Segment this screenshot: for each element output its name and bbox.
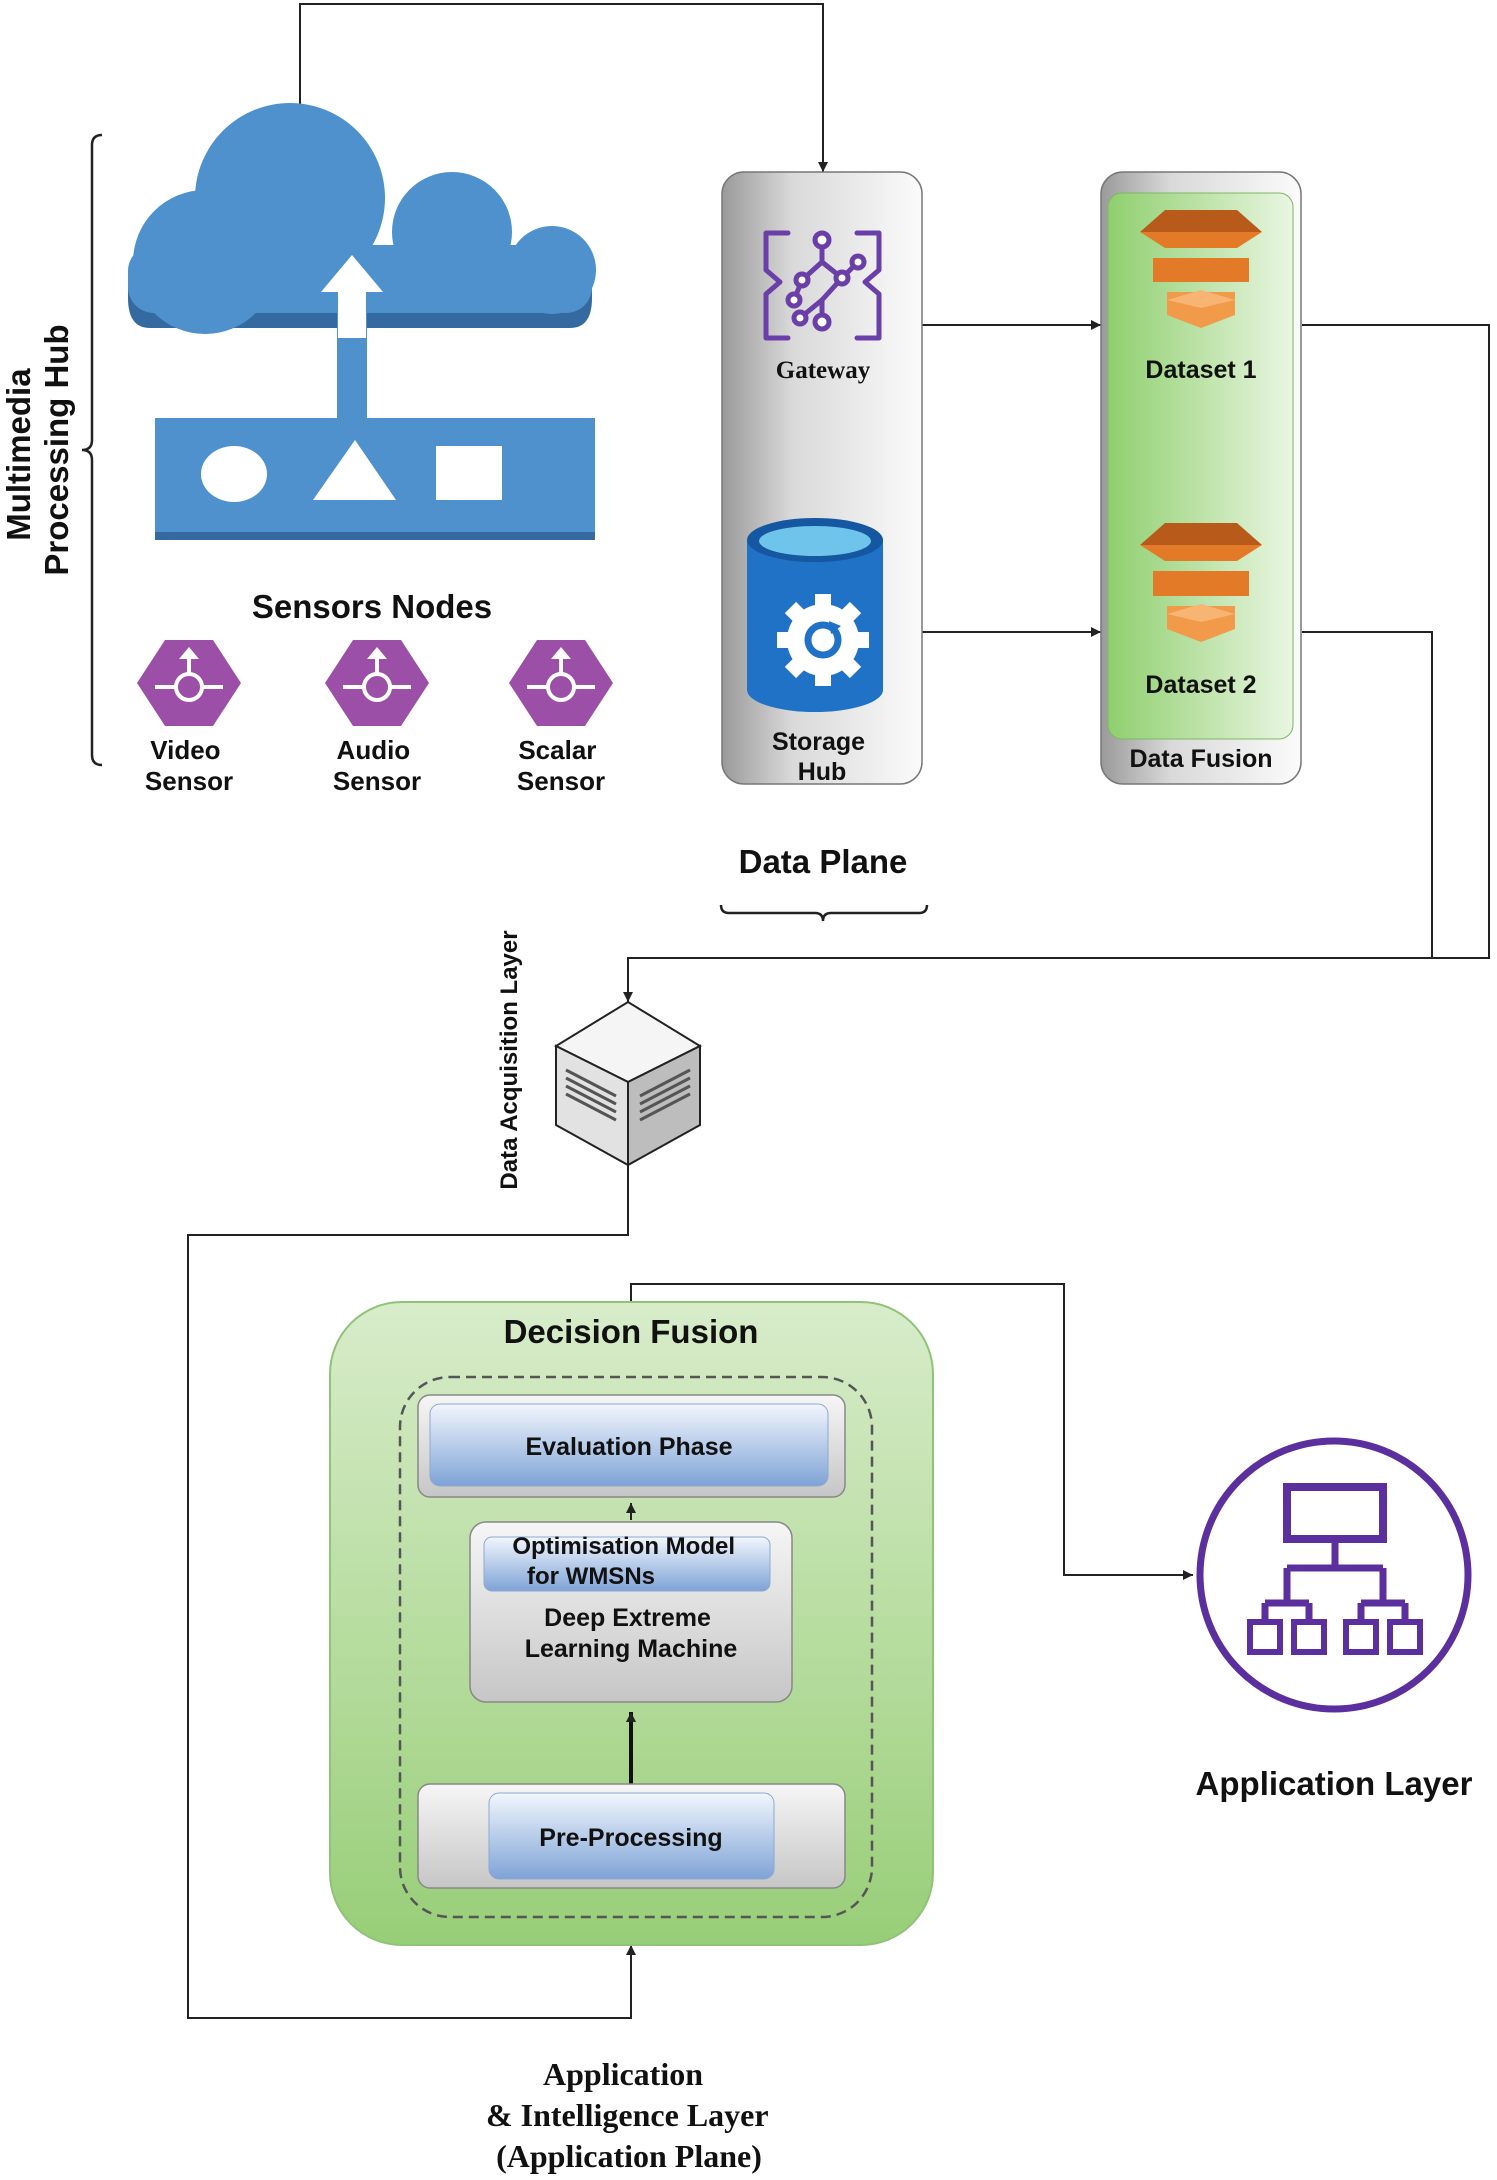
scalar-sensor: Scalar Sensor <box>509 640 613 796</box>
preprocessing-label: Pre-Processing <box>539 1824 722 1852</box>
hierarchy-icon <box>1196 1437 1472 1713</box>
delm-box: Optimisation Model for WMSNs Deep Extrem… <box>469 1521 793 1703</box>
audio-sensor-label: Audio Sensor <box>333 735 421 796</box>
gateway-icon <box>763 230 882 341</box>
intelligence-layer-label: Application & Intelligence Layer (Applic… <box>486 2056 776 2174</box>
processing-board-icon <box>155 418 595 540</box>
cloud-icon <box>128 103 596 334</box>
model-dashed-boundary <box>398 1375 874 1919</box>
decision-to-application-connector <box>630 1283 1193 1580</box>
multimedia-processing-hub: Multimedia Processing Hub <box>0 103 613 796</box>
data-fusion: Dataset 1 Dataset 2 Data Fusion <box>1100 171 1302 785</box>
delm-label: Deep Extreme Learning Machine <box>525 1604 738 1663</box>
decision-fusion-title: Decision Fusion <box>504 1313 759 1350</box>
hub-label: Multimedia Processing Hub <box>0 324 75 575</box>
video-sensor-label: Video Sensor <box>145 735 233 796</box>
hub-brace <box>81 133 103 767</box>
storage-hub-label: Storage Hub <box>772 728 872 786</box>
data-plane: Gateway Storage Hub Data Plane <box>719 171 929 922</box>
cloud-to-gateway-connector <box>299 3 828 172</box>
data-acquisition-layer: Data Acquisition Layer <box>496 930 703 1190</box>
application-layer-label: Application Layer <box>1196 1765 1473 1802</box>
video-sensor: Video Sensor <box>137 640 241 796</box>
sensors-title: Sensors Nodes <box>252 588 492 625</box>
data-plane-title: Data Plane <box>739 843 908 880</box>
preprocessing-box: Pre-Processing <box>417 1783 846 1889</box>
dataset-1-label: Dataset 1 <box>1145 356 1256 384</box>
evaluation-phase-label: Evaluation Phase <box>525 1433 732 1461</box>
upload-arrow-icon <box>321 255 383 420</box>
decision-fusion: Decision Fusion Evaluation Phase Optimis… <box>329 1301 934 1946</box>
application-layer: Application Layer <box>1196 1437 1473 1802</box>
acquisition-to-decision-connector <box>187 1165 636 2019</box>
gateway-label: Gateway <box>776 357 871 384</box>
optimisation-model-label: Optimisation Model for WMSNs <box>512 1533 741 1590</box>
dataset2-out-connector <box>1302 631 1433 958</box>
gear-icon <box>777 594 869 686</box>
dataset-1-icon <box>1140 210 1262 328</box>
dataset-2-label: Dataset 2 <box>1145 671 1256 699</box>
sensor-icon <box>137 640 241 726</box>
fusion-to-acquisition-connector <box>623 324 1490 1002</box>
scalar-sensor-label: Scalar Sensor <box>517 735 605 796</box>
data-plane-brace <box>719 904 929 922</box>
connectors <box>187 3 1490 2019</box>
audio-sensor: Audio Sensor <box>325 640 429 796</box>
server-cube-icon <box>553 1000 703 1167</box>
evaluation-phase-box: Evaluation Phase <box>417 1394 846 1498</box>
data-acquisition-label: Data Acquisition Layer <box>496 930 523 1189</box>
sensor-icon <box>509 640 613 726</box>
data-fusion-panel <box>1107 192 1294 740</box>
data-fusion-title: Data Fusion <box>1129 745 1272 773</box>
dataset-2-icon <box>1140 523 1262 642</box>
sensor-icon <box>325 640 429 726</box>
storage-hub-icon <box>747 518 883 712</box>
